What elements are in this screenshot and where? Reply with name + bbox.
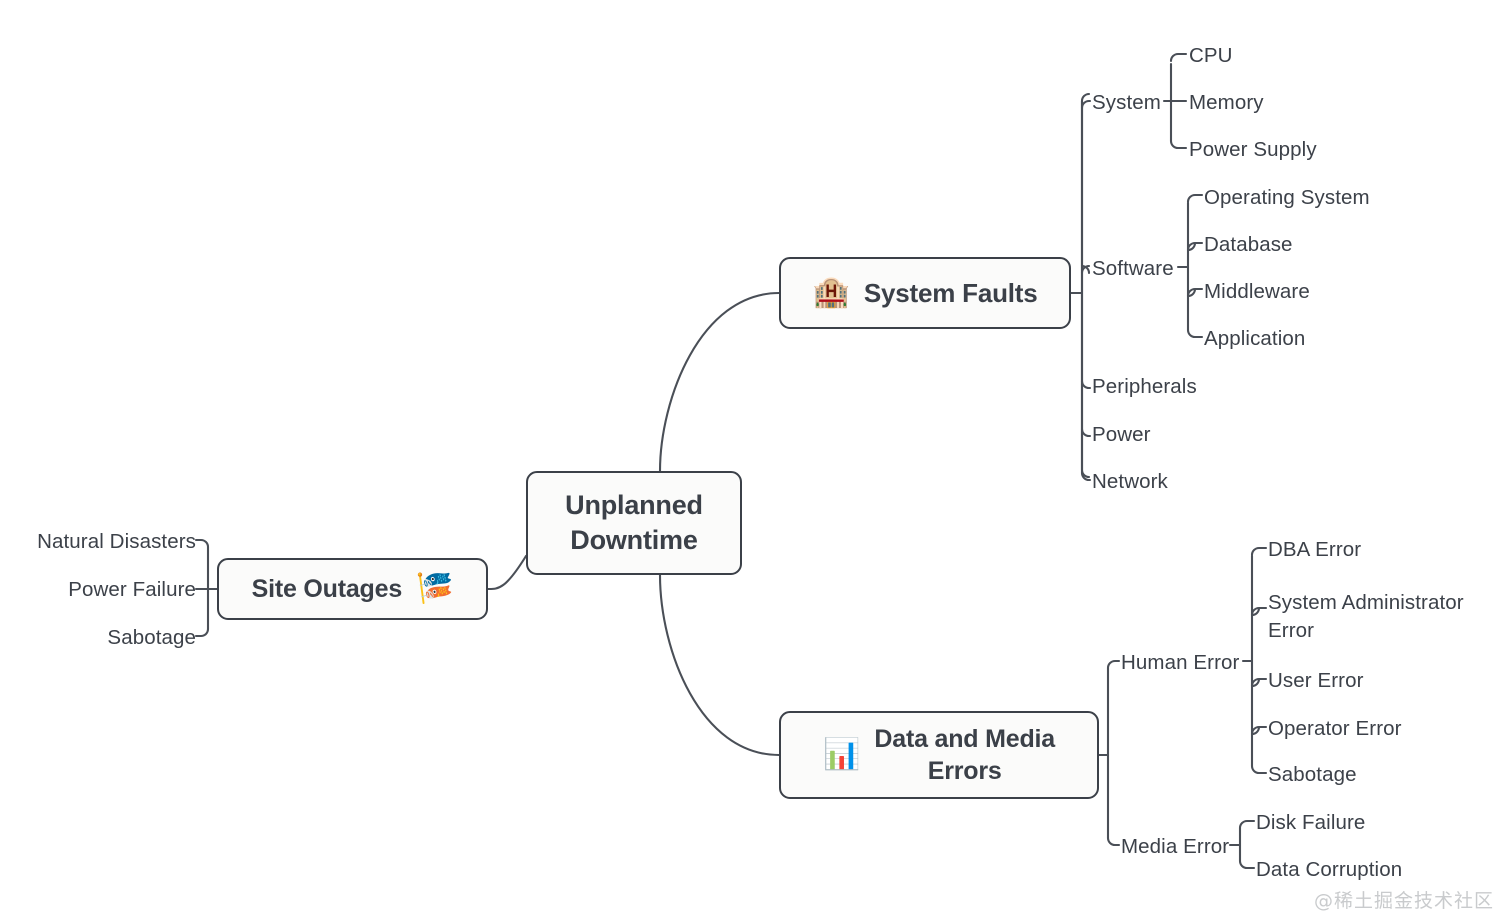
- edge-dm-hook-media: [1106, 836, 1121, 847]
- edge-human-hook-oper: [1250, 725, 1268, 736]
- leaf-sabotage-human[interactable]: Sabotage: [1268, 763, 1357, 786]
- edge-sf-spine: [1080, 92, 1091, 479]
- leaf-system[interactable]: System: [1092, 91, 1161, 114]
- branch-node-system-faults[interactable]: 🏨 System Faults: [779, 257, 1071, 329]
- edge-sf-hook-software: [1080, 264, 1091, 275]
- edge-so-hook-sabotage: [194, 627, 210, 638]
- site-outages-label: Site Outages: [251, 574, 403, 603]
- root-node-label: Unplanned Downtime: [565, 490, 703, 555]
- watermark: @稀土掘金技术社区: [1313, 890, 1494, 912]
- leaf-dba-error[interactable]: DBA Error: [1268, 538, 1362, 561]
- edge-dm-hook-human: [1106, 659, 1121, 670]
- leaf-system-administrator-error[interactable]: System Administrator Error: [1268, 591, 1464, 642]
- flag-icon: 🎏: [416, 571, 454, 606]
- leaf-disk-failure[interactable]: Disk Failure: [1256, 811, 1366, 834]
- hotel-building-icon: 🏨: [812, 275, 850, 310]
- leaf-software[interactable]: Software: [1092, 257, 1174, 280]
- leaf-memory[interactable]: Memory: [1189, 91, 1264, 114]
- edge-human-hook-sa: [1250, 606, 1268, 617]
- branch-node-data-and-media-errors[interactable]: 📊 Data and Media Errors: [779, 711, 1099, 799]
- data-media-inner: 📊 Data and Media Errors: [805, 723, 1073, 788]
- edge-human-hook-sab: [1250, 764, 1268, 775]
- root-node[interactable]: Unplanned Downtime: [526, 471, 742, 575]
- leaf-power[interactable]: Power: [1092, 423, 1151, 446]
- leaf-database[interactable]: Database: [1204, 233, 1293, 256]
- leaf-middleware[interactable]: Middleware: [1204, 280, 1310, 303]
- edge-software-hook-mw: [1186, 287, 1204, 298]
- leaf-power-supply[interactable]: Power Supply: [1189, 138, 1317, 161]
- edge-media-hook-disk: [1238, 819, 1256, 830]
- edge-system-hook-cpu: [1169, 52, 1188, 63]
- leaf-network[interactable]: Network: [1092, 470, 1168, 493]
- edge-sf-hook-network: [1080, 471, 1092, 482]
- system-faults-inner: 🏨 System Faults: [794, 278, 1055, 309]
- edge-system-hook-psu: [1169, 139, 1188, 150]
- leaf-operator-error[interactable]: Operator Error: [1268, 717, 1402, 740]
- edge-root-to-system-faults: [658, 291, 781, 473]
- leaf-natural-disasters[interactable]: Natural Disasters: [37, 530, 196, 553]
- data-media-label: Data and Media Errors: [874, 724, 1055, 786]
- leaf-sabotage-site[interactable]: Sabotage: [107, 626, 196, 649]
- edge-software-hook-os: [1186, 193, 1204, 204]
- leaf-cpu[interactable]: CPU: [1189, 44, 1233, 67]
- system-faults-label: System Faults: [863, 277, 1038, 308]
- leaf-operating-system[interactable]: Operating System: [1204, 186, 1370, 209]
- edge-software-hook-app: [1186, 328, 1204, 339]
- edge-sf-hook-system: [1080, 99, 1092, 110]
- edge-root-to-site-outages: [486, 554, 528, 591]
- leaf-power-failure[interactable]: Power Failure: [68, 578, 196, 601]
- leaf-peripherals[interactable]: Peripherals: [1092, 375, 1197, 398]
- root-node-inner: Unplanned Downtime: [547, 488, 721, 557]
- leaf-application[interactable]: Application: [1204, 327, 1306, 350]
- edge-software-hook-db: [1186, 241, 1204, 252]
- leaf-media-error[interactable]: Media Error: [1121, 835, 1230, 858]
- site-outages-inner: Site Outages 🎏: [234, 574, 472, 604]
- edge-root-to-data-media: [658, 573, 781, 757]
- bar-chart-increasing-icon: 📊: [823, 737, 861, 772]
- edge-human-hook-dba: [1250, 546, 1268, 557]
- edge-sf-hook-power: [1080, 427, 1092, 438]
- leaf-human-error[interactable]: Human Error: [1121, 651, 1240, 674]
- edge-media-hook-corr: [1238, 859, 1256, 870]
- leaf-user-error[interactable]: User Error: [1268, 669, 1364, 692]
- branch-node-site-outages[interactable]: Site Outages 🎏: [217, 558, 488, 620]
- edge-so-hook-natural: [194, 538, 210, 549]
- leaf-data-corruption[interactable]: Data Corruption: [1256, 858, 1403, 881]
- edge-sf-hook-peripherals: [1080, 379, 1092, 390]
- edge-human-hook-user: [1250, 677, 1268, 688]
